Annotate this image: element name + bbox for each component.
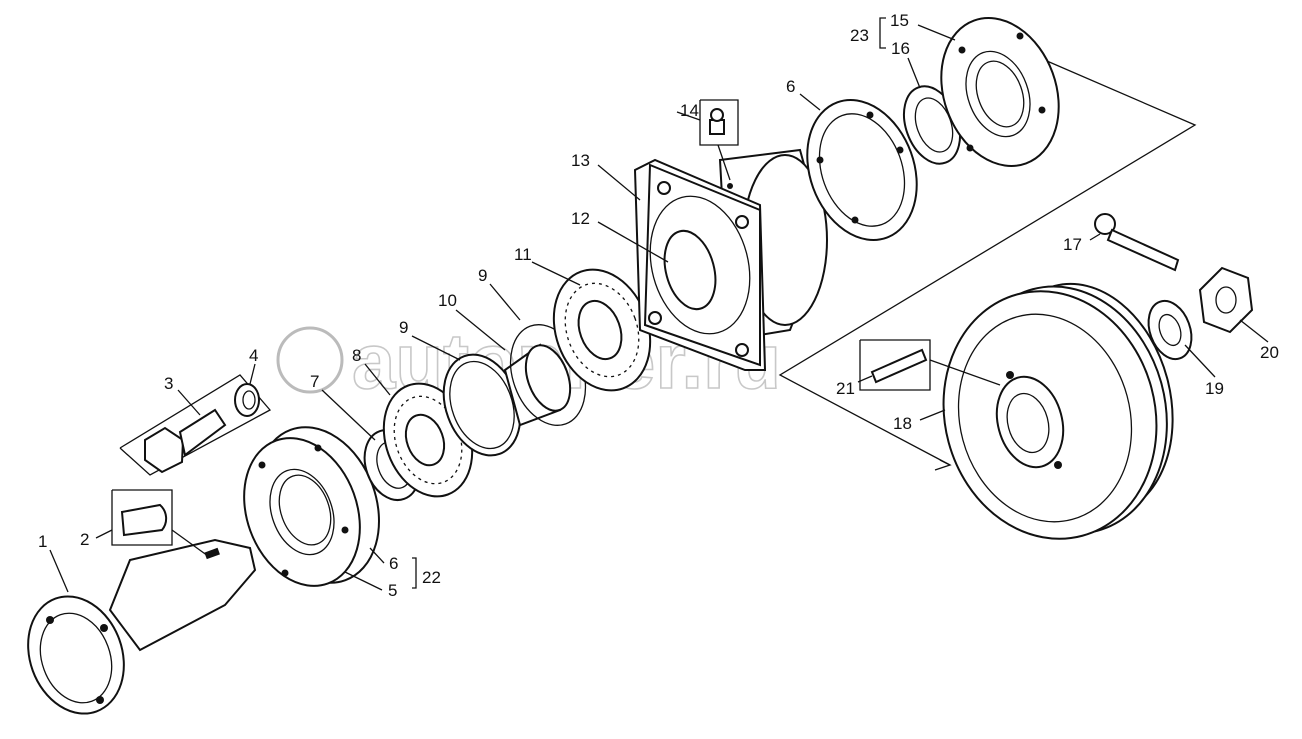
callout-10: 10 (438, 291, 457, 310)
part-15-flange (940, 17, 1060, 167)
callout-22: 22 (422, 568, 441, 587)
part-20-castle-nut (1198, 266, 1254, 334)
part-4-lock-washer (234, 383, 260, 417)
callout-9-second: 9 (478, 266, 487, 285)
callout-13: 13 (571, 151, 590, 170)
callout-4: 4 (249, 346, 258, 365)
callout-11: 11 (514, 245, 532, 264)
callout-19: 19 (1205, 379, 1224, 398)
part-2-key (111, 489, 209, 557)
callout-21: 21 (836, 379, 855, 398)
callout-7: 7 (310, 372, 319, 391)
part-14-grease-nipple (699, 99, 739, 181)
callout-14: 14 (680, 101, 699, 120)
part-11-bearing (552, 268, 652, 392)
part-10-spacer (503, 343, 572, 427)
callout-6-second: 6 (786, 77, 795, 96)
callouts: 1 2 3 4 5 6 22 7 8 9 9 10 11 12 13 14 6 … (38, 11, 1279, 600)
part-17-cotter-pin (1094, 213, 1180, 272)
part-1-flange-shaft (27, 538, 257, 715)
callout-6: 6 (389, 554, 398, 573)
callout-5: 5 (388, 581, 397, 600)
part-6-gasket (806, 99, 918, 241)
callout-16: 16 (891, 39, 910, 58)
leader-lines (49, 17, 1269, 593)
part-21-key (859, 339, 1001, 391)
assembly-lines (119, 57, 1197, 476)
callout-1: 1 (38, 532, 47, 551)
part-19-washer (1147, 299, 1193, 361)
callout-23: 23 (850, 26, 869, 45)
part-9-ring (442, 353, 522, 457)
callout-18: 18 (893, 414, 912, 433)
callout-15: 15 (890, 11, 909, 30)
part-5-flange (243, 426, 380, 587)
callout-20: 20 (1260, 343, 1279, 362)
callout-9: 9 (399, 318, 408, 337)
part-3-bolt (144, 408, 227, 474)
callout-3: 3 (164, 374, 173, 393)
part-13-housing (633, 148, 828, 371)
callout-2: 2 (80, 530, 89, 549)
part-18-pulley (942, 282, 1174, 540)
callout-17: 17 (1063, 235, 1082, 254)
callout-12: 12 (571, 209, 590, 228)
callout-8: 8 (352, 346, 361, 365)
